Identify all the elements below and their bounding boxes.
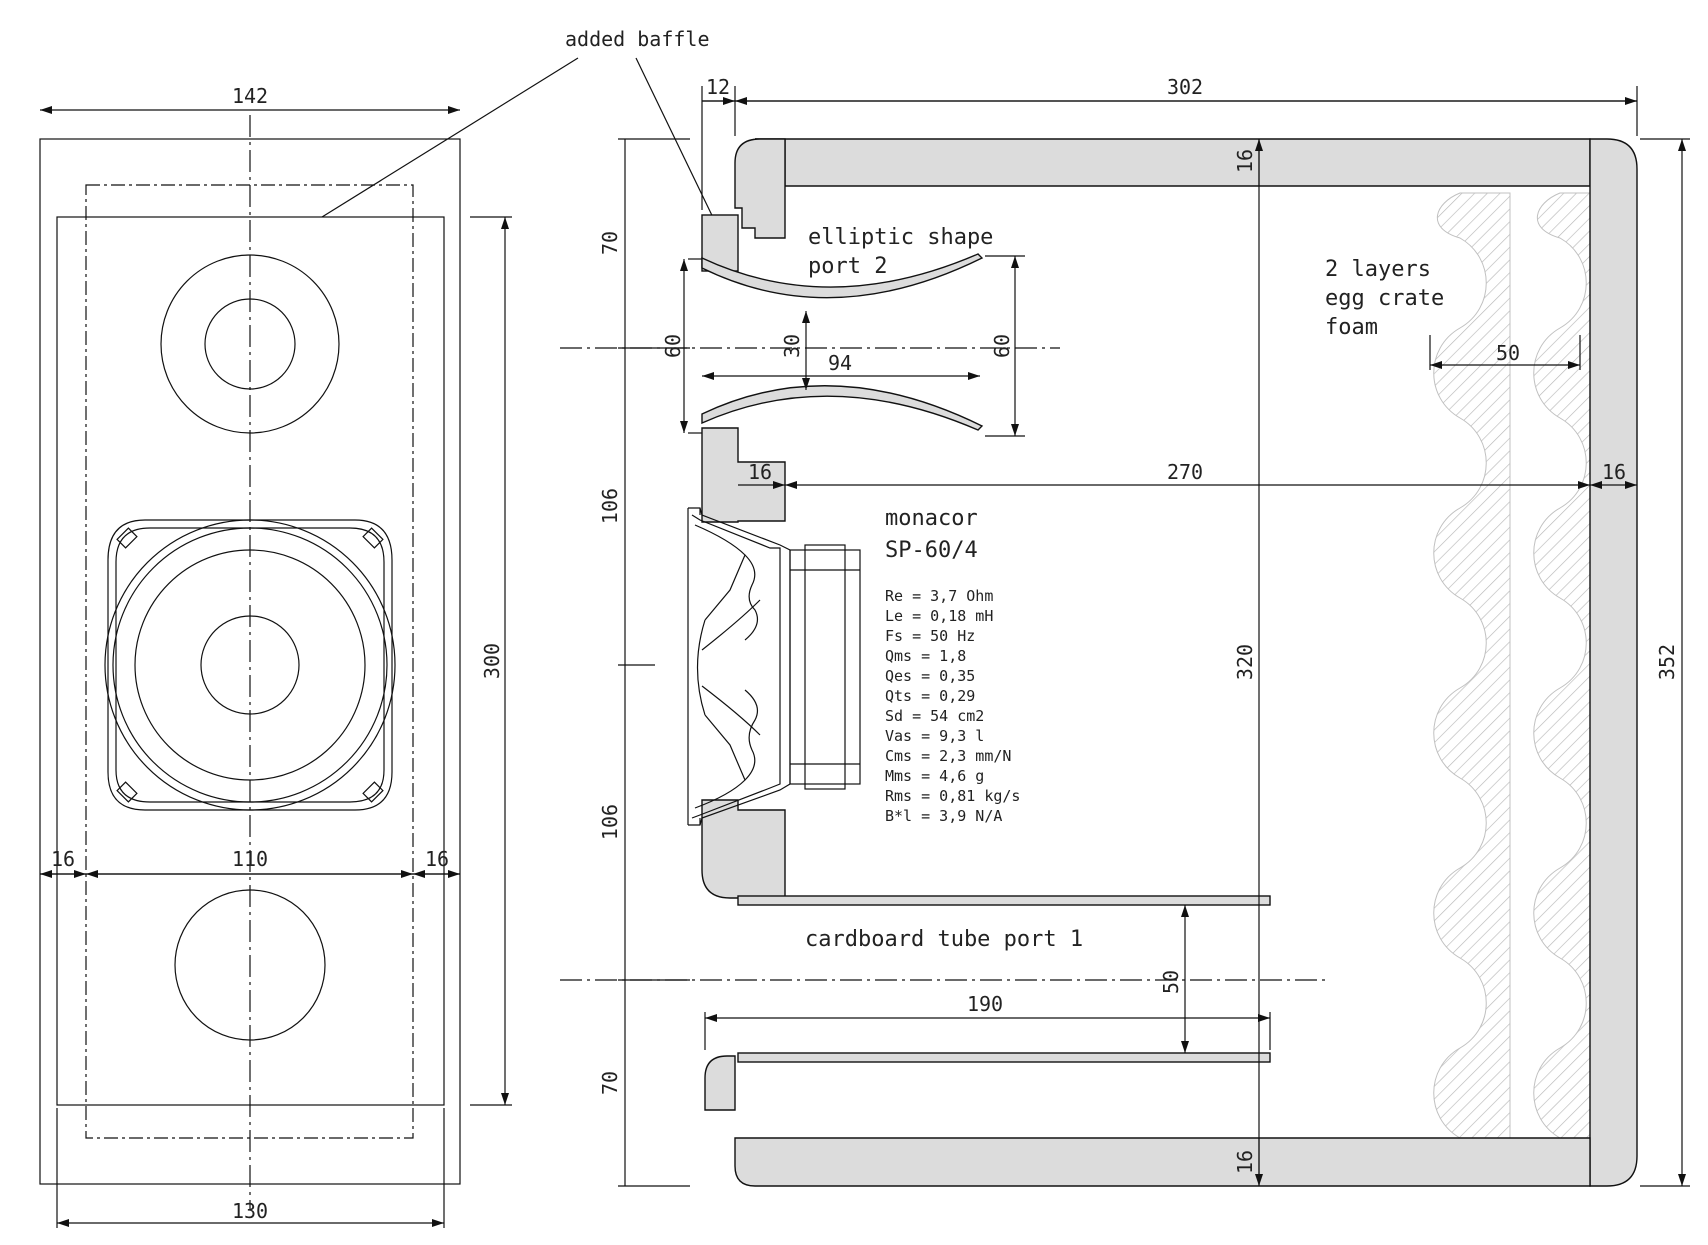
tube-wall-top bbox=[737, 895, 1271, 906]
label-added-baffle: added baffle bbox=[565, 27, 710, 51]
spec-line: Cms = 2,3 mm/N bbox=[885, 747, 1011, 765]
lower-port bbox=[174, 889, 326, 1041]
spec-line: Fs = 50 Hz bbox=[885, 627, 975, 645]
driver-section bbox=[687, 507, 861, 826]
spec-line: Rms = 0,81 kg/s bbox=[885, 787, 1020, 805]
label-foam-1: 2 layers bbox=[1325, 257, 1431, 282]
woofer-surround-outer bbox=[104, 519, 396, 811]
dim-side-60-left: 60 bbox=[661, 334, 685, 358]
dim-side-16-bottom: 16 bbox=[1233, 1150, 1257, 1174]
label-monacor-1: monacor bbox=[885, 506, 978, 531]
woofer-surround-inner bbox=[112, 527, 388, 803]
dim-front-142: 142 bbox=[232, 84, 268, 108]
dim-front-300: 300 bbox=[480, 643, 504, 679]
front-view: 142 300 130 16 110 16 added baffle bbox=[39, 27, 710, 1228]
woofer-dustcap bbox=[200, 615, 300, 715]
bottom-front-panel bbox=[704, 1055, 736, 1111]
woofer-frame-inner bbox=[115, 527, 385, 803]
upper-port-outer bbox=[160, 254, 340, 434]
port2-flare-bottom bbox=[701, 385, 984, 431]
dim-side-106-lower: 106 bbox=[598, 804, 622, 840]
dim-side-270: 270 bbox=[1167, 460, 1203, 484]
label-foam-3: foam bbox=[1325, 315, 1378, 340]
spec-line: Qts = 0,29 bbox=[885, 687, 975, 705]
dim-front-110: 110 bbox=[232, 847, 268, 871]
port2-flare-top bbox=[701, 253, 984, 299]
label-monacor-2: SP-60/4 bbox=[885, 538, 978, 563]
driver-magnet bbox=[789, 549, 861, 785]
label-cardboard-tube: cardboard tube port 1 bbox=[805, 927, 1083, 952]
side-section: 70 106 106 70 12 302 16 320 16 352 60 30… bbox=[560, 57, 1690, 1187]
dim-side-12: 12 bbox=[706, 75, 730, 99]
dim-side-70-top: 70 bbox=[598, 231, 622, 255]
upper-port-inner bbox=[204, 298, 296, 390]
dim-front-130: 130 bbox=[232, 1199, 268, 1223]
top-panel bbox=[755, 138, 1591, 187]
baffle-block-middle bbox=[701, 427, 786, 523]
top-front-panel bbox=[734, 138, 786, 239]
dim-side-16-right: 16 bbox=[1602, 460, 1626, 484]
spec-line: Qms = 1,8 bbox=[885, 647, 966, 665]
spec-line: Le = 0,18 mH bbox=[885, 607, 993, 625]
dim-side-352: 352 bbox=[1655, 644, 1679, 680]
dim-side-50-foam: 50 bbox=[1496, 341, 1520, 365]
mounting-holes bbox=[116, 527, 384, 803]
dim-side-70-bottom: 70 bbox=[598, 1071, 622, 1095]
dim-side-60-right: 60 bbox=[990, 334, 1014, 358]
dim-side-320: 320 bbox=[1233, 644, 1257, 680]
dim-front-16-right: 16 bbox=[425, 847, 449, 871]
driver-specs: Re = 3,7 Ohm Le = 0,18 mH Fs = 50 Hz Qms… bbox=[885, 587, 1020, 825]
dim-side-106-upper: 106 bbox=[598, 488, 622, 524]
back-panel bbox=[1589, 138, 1638, 1187]
dim-side-16-small: 16 bbox=[748, 460, 772, 484]
spec-line: Re = 3,7 Ohm bbox=[885, 587, 993, 605]
label-foam-2: egg crate bbox=[1325, 286, 1444, 311]
tube-wall-bottom bbox=[737, 1052, 1271, 1063]
label-elliptic-1: elliptic shape bbox=[808, 225, 993, 250]
dim-side-30: 30 bbox=[780, 334, 804, 358]
dim-side-190: 190 bbox=[967, 992, 1003, 1016]
dim-side-50-tube: 50 bbox=[1159, 970, 1183, 994]
baffle-leader bbox=[321, 57, 579, 218]
baffle-block-lower bbox=[701, 799, 786, 899]
spec-line: Mms = 4,6 g bbox=[885, 767, 984, 785]
spec-line: B*l = 3,9 N/A bbox=[885, 807, 1002, 825]
woofer-cone bbox=[134, 549, 366, 781]
spec-line: Sd = 54 cm2 bbox=[885, 707, 984, 725]
foam-layer-2 bbox=[1533, 192, 1591, 1139]
spec-line: Vas = 9,3 l bbox=[885, 727, 984, 745]
label-elliptic-2: port 2 bbox=[808, 254, 887, 279]
spec-line: Qes = 0,35 bbox=[885, 667, 975, 685]
dim-front-16-left: 16 bbox=[51, 847, 75, 871]
dim-side-16-top: 16 bbox=[1233, 149, 1257, 173]
foam-layer-1 bbox=[1433, 192, 1511, 1139]
dim-side-302: 302 bbox=[1167, 75, 1203, 99]
dim-side-94: 94 bbox=[828, 351, 852, 375]
bottom-panel bbox=[734, 1137, 1591, 1187]
woofer-frame bbox=[107, 519, 393, 811]
